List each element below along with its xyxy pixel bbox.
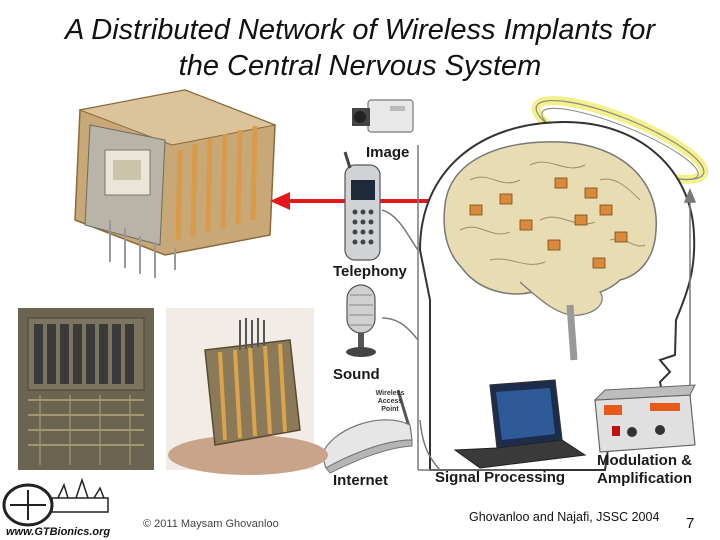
modulation-line-2: Amplification (597, 470, 693, 487)
camera-icon (352, 99, 414, 133)
implant-cube-illustration (74, 89, 277, 278)
slide-title: A Distributed Network of Wireless Implan… (0, 12, 720, 84)
title-line-1: A Distributed Network of Wireless Implan… (64, 14, 656, 46)
label-access-point: Wireless Access Point (372, 390, 408, 414)
access-point-line-2: Access (377, 398, 403, 405)
label-internet: Internet (333, 472, 389, 489)
logo-url: www.GTBionics.org (6, 526, 111, 538)
access-point-line-3: Point (381, 406, 399, 413)
chip-die-photo (18, 308, 154, 470)
laptop-icon (453, 379, 587, 469)
head-profile (418, 120, 696, 471)
title-line-2: the Central Nervous System (178, 50, 542, 82)
label-telephony: Telephony (333, 263, 407, 280)
label-sound: Sound (333, 366, 380, 383)
phone-icon (343, 151, 381, 261)
label-signal-processing: Signal Processing (435, 469, 566, 486)
modulation-line-1: Modulation & (597, 452, 692, 469)
label-image: Image (366, 144, 410, 161)
label-modulation-amplification: Modulation & Amplification (597, 452, 692, 488)
assembled-implant-photo (166, 308, 328, 475)
amplifier-box-icon (593, 384, 696, 453)
microphone-icon (346, 284, 376, 357)
router-icon (321, 389, 413, 474)
connector-lines (381, 145, 697, 471)
page-number: 7 (686, 515, 695, 532)
copyright-text: © 2011 Maysam Ghovanloo (143, 518, 279, 530)
gt-bionics-logo (2, 477, 109, 527)
citation-text: Ghovanloo and Najafi, JSSC 2004 (469, 510, 660, 524)
access-point-line-1: Wireless (375, 390, 405, 397)
